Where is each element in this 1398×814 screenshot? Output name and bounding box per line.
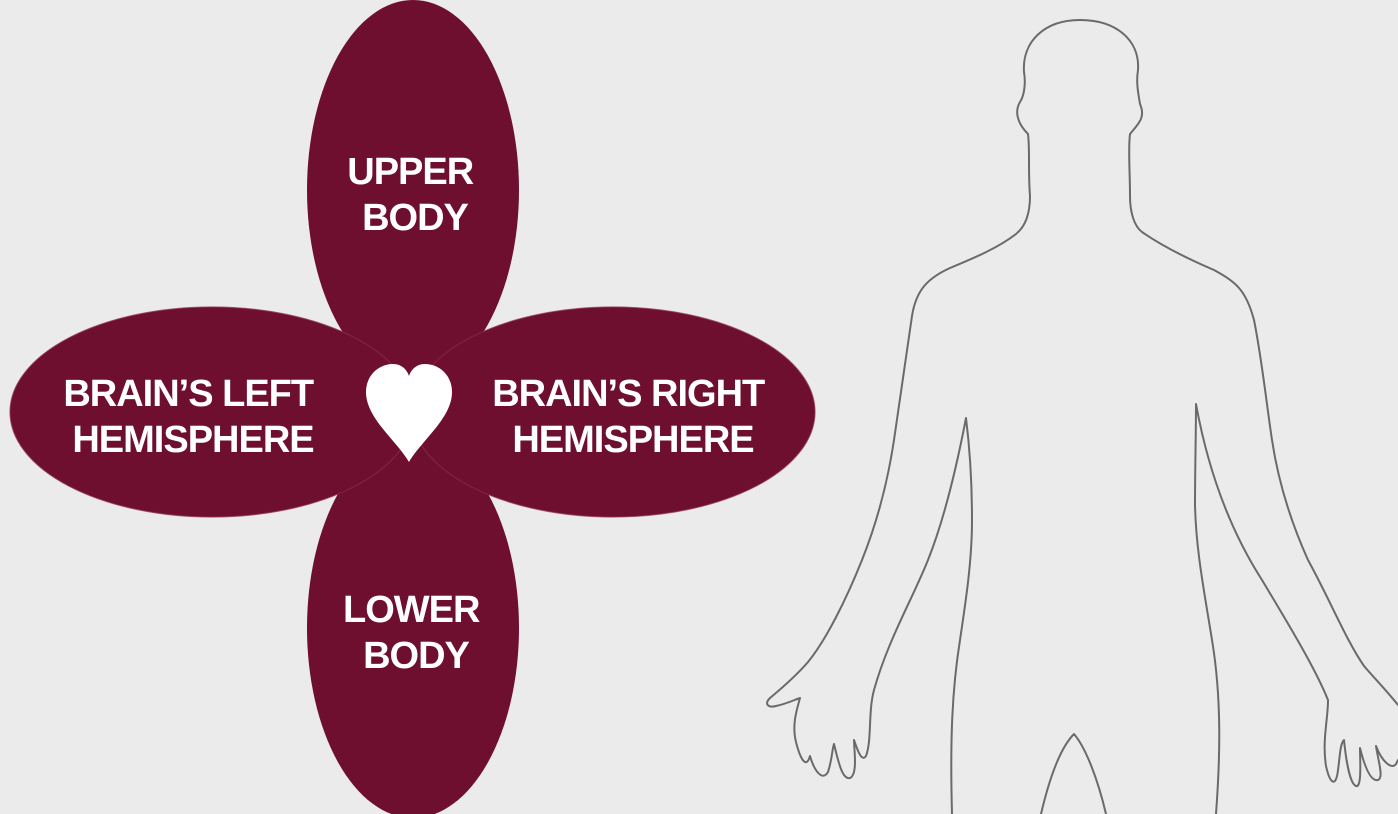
left-hemisphere-label-line1: BRAIN’S LEFT <box>63 373 314 415</box>
lower-body-label-line1: LOWER <box>343 589 480 631</box>
upper-body-label-line1: UPPER <box>347 151 473 193</box>
right-hemisphere-label-line1: BRAIN’S RIGHT <box>492 373 765 415</box>
lower-body-label-line2: BODY <box>363 635 469 677</box>
upper-body-label-line2: BODY <box>362 197 468 239</box>
human-body-outline-icon <box>767 20 1398 814</box>
right-hemisphere-label-line2: HEMISPHERE <box>512 419 753 461</box>
left-hemisphere-label-line2: HEMISPHERE <box>72 419 313 461</box>
